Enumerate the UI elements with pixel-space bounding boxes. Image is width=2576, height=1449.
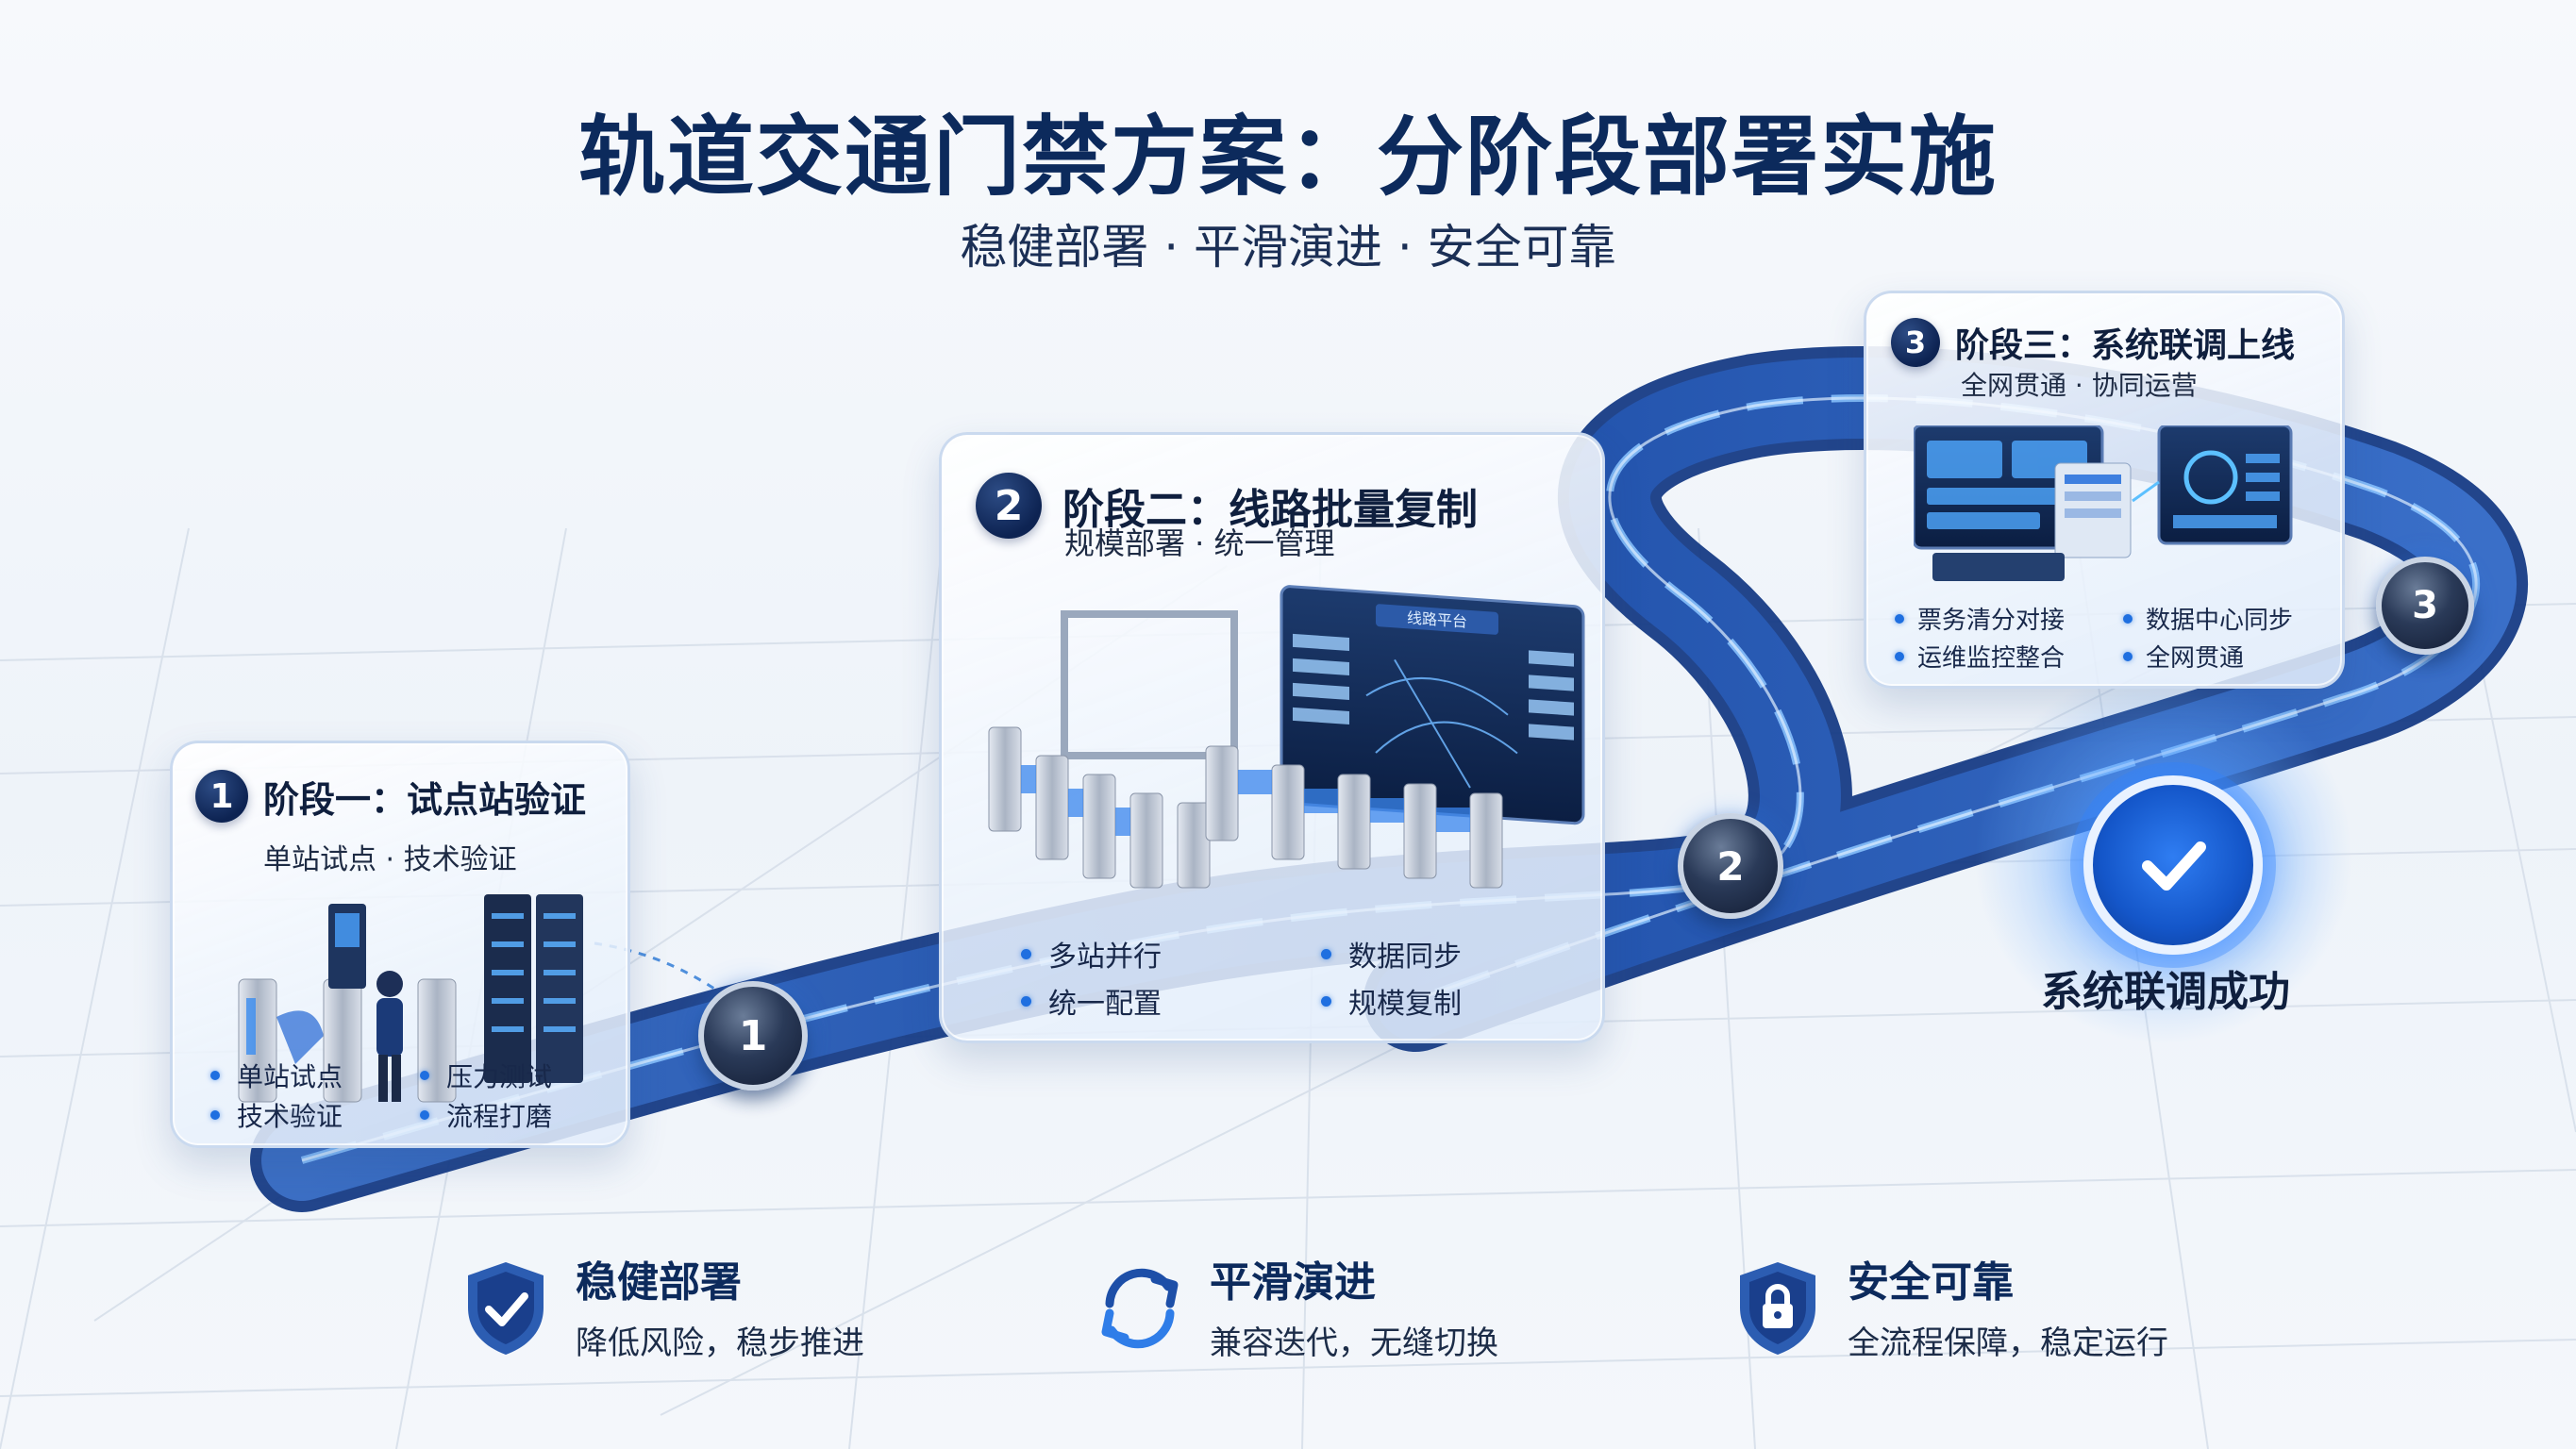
milestone-3: 3 — [2376, 557, 2474, 655]
stage-1-header: 1 阶段一：试点站验证 — [195, 770, 586, 823]
bullet-dot — [210, 1071, 220, 1080]
shield-check-icon — [468, 1262, 544, 1355]
stage-3-bullet-3: 运维监控整合 — [1895, 639, 2065, 674]
milestone-2: 2 — [1678, 813, 1783, 919]
stage-3-bullet-2: 数据中心同步 — [2123, 601, 2293, 636]
feature-title: 安全可靠 — [1848, 1258, 2014, 1307]
bullet-dot — [420, 1110, 429, 1120]
stage-2-bullet-4: 规模复制 — [1321, 980, 1462, 1022]
stage-1-card: 1 阶段一：试点站验证 单站试点 · 技术验证 单站试点 压力测试 — [170, 741, 630, 1148]
platform-screen-label: 线路平台 — [1407, 608, 1467, 630]
stage-3-title: 阶段三：系统联调上线 — [1955, 326, 2296, 365]
stage-3-number-badge: 3 — [1891, 318, 1940, 367]
stage-3-card: 3 阶段三：系统联调上线 全网贯通 · 协同运营 票务清分对接 数据中心同步 运… — [1864, 291, 2345, 689]
page-title: 轨道交通门禁方案：分阶段部署实施 — [577, 107, 1998, 208]
shield-lock-icon — [1740, 1262, 1815, 1355]
bullet-dot — [1321, 948, 1331, 959]
stage-2-number-badge: 2 — [976, 473, 1042, 539]
bullet-dot — [2123, 613, 2133, 624]
feature-secure-reliable: 安全可靠 全流程保障，稳定运行 — [1732, 1257, 2168, 1363]
stage-2-bullet-2: 数据同步 — [1321, 933, 1462, 974]
bullet-dot — [1021, 948, 1031, 959]
bullet-dot — [1021, 995, 1031, 1007]
stage-3-bullet-1: 票务清分对接 — [1895, 601, 2065, 636]
stage-1-bullet-2: 压力测试 — [420, 1057, 552, 1094]
feature-title: 平滑演进 — [1210, 1258, 1376, 1307]
feature-stable-deploy: 稳健部署 降低风险，稳步推进 — [460, 1257, 864, 1363]
feature-title: 稳健部署 — [576, 1258, 742, 1307]
bullet-dot — [2123, 651, 2133, 661]
bullet-dot — [1321, 995, 1331, 1007]
stage-2-card: 2 阶段二：线路批量复制 规模部署 · 统一管理 线路平台 — [939, 432, 1605, 1043]
bullet-dot — [1895, 613, 1904, 624]
bullet-dot — [420, 1071, 429, 1080]
stage-2-header: 2 阶段二：线路批量复制 — [976, 473, 1478, 539]
milestone-1: 1 — [698, 981, 808, 1091]
stage-1-title: 阶段一：试点站验证 — [263, 778, 587, 821]
stage-3-illustration — [1914, 425, 2293, 581]
stage-1-subtitle: 单站试点 · 技术验证 — [263, 843, 517, 876]
sync-icon — [1101, 1268, 1179, 1349]
stage-2-illustration: 线路平台 — [988, 585, 1585, 889]
stage-3-bullet-4: 全网贯通 — [2123, 639, 2244, 674]
stage-3-subtitle: 全网贯通 · 协同运营 — [1961, 370, 2198, 401]
bullet-dot — [210, 1110, 220, 1120]
stage-2-bullet-1: 多站并行 — [1021, 933, 1162, 974]
feature-secure-reliable-text: 安全可靠 全流程保障，稳定运行 — [1848, 1257, 2168, 1363]
stage-1-bullet-3: 技术验证 — [210, 1096, 343, 1134]
feature-smooth-evolution: 平滑演进 兼容迭代，无缝切换 — [1095, 1257, 1498, 1363]
success-check-icon — [2083, 775, 2263, 955]
stage-2-subtitle: 规模部署 · 统一管理 — [1064, 525, 1335, 561]
stage-1-bullet-1: 单站试点 — [210, 1057, 343, 1094]
feature-smooth-evolution-text: 平滑演进 兼容迭代，无缝切换 — [1210, 1257, 1498, 1363]
feature-desc: 兼容迭代，无缝切换 — [1210, 1324, 1498, 1362]
stage-3-header: 3 阶段三：系统联调上线 — [1891, 318, 2295, 367]
page-subtitle: 稳健部署 · 平滑演进 · 安全可靠 — [960, 220, 1616, 275]
success-label: 系统联调成功 — [2041, 968, 2290, 1016]
stage-2-title: 阶段二：线路批量复制 — [1062, 486, 1478, 534]
stage1-connector — [594, 941, 718, 992]
stage-1-number-badge: 1 — [195, 770, 248, 823]
bullet-dot — [1895, 651, 1904, 661]
feature-stable-deploy-text: 稳健部署 降低风险，稳步推进 — [576, 1257, 864, 1363]
stage-2-bullet-3: 统一配置 — [1021, 980, 1162, 1022]
stage-1-bullet-4: 流程打磨 — [420, 1096, 552, 1134]
feature-desc: 全流程保障，稳定运行 — [1848, 1324, 2168, 1362]
checkmark-icon — [2142, 841, 2206, 891]
feature-desc: 降低风险，稳步推进 — [576, 1324, 864, 1362]
